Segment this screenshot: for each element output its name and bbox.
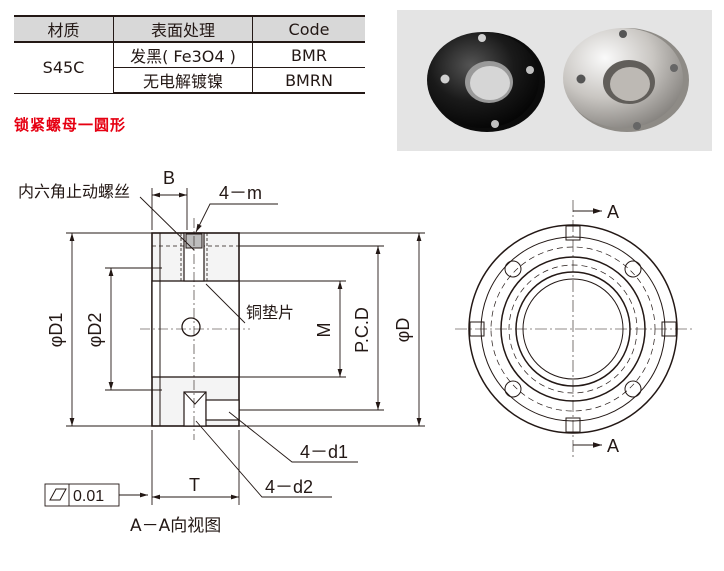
hex-screw-label: 内六角止动螺丝 <box>18 182 130 201</box>
header-code: Code <box>252 15 365 43</box>
dimension-4m-label: 4－m <box>219 183 262 203</box>
section-marker-top: A <box>607 202 619 222</box>
copper-pad-label: 铜垫片 <box>246 303 294 322</box>
treatment-cell: 无电解镀镍 <box>113 67 253 94</box>
view-title: A－A向视图 <box>130 516 221 536</box>
product-caption: 锁紧螺母一圆形 <box>14 116 127 134</box>
dimension-t-label: T <box>189 475 200 495</box>
black-collar-image <box>427 32 545 132</box>
side-section-view <box>140 218 250 440</box>
dimension-phi-d-label: φD <box>393 318 413 343</box>
flatness-symbol <box>49 488 67 501</box>
flatness-value: 0.01 <box>73 488 104 505</box>
header-treatment: 表面处理 <box>113 15 253 43</box>
code-cell: BMRN <box>252 67 365 94</box>
dimension-4d2-label: 4－d2 <box>265 477 313 497</box>
dimension-4d1-label: 4－d1 <box>300 442 348 462</box>
product-photo <box>397 10 712 151</box>
code-cell: BMR <box>252 42 365 68</box>
front-view <box>455 200 692 458</box>
dimension-lines <box>44 188 425 507</box>
silver-collar-image <box>563 28 689 132</box>
treatment-cell: 发黑( Fe3O4 ) <box>113 42 253 68</box>
material-cell: S45C <box>14 42 114 94</box>
dimension-pcd-label: P.C.D <box>352 307 372 353</box>
dimension-phi-d2-label: φD2 <box>85 313 105 348</box>
dimension-phi-d1-label: φD1 <box>46 313 66 348</box>
dimension-b-label: B <box>163 168 175 188</box>
header-material: 材质 <box>14 15 114 43</box>
material-table: 材质 表面处理 Code S45C 发黑( Fe3O4 ) BMR 无电解镀镍 … <box>14 15 365 94</box>
section-marker-bottom: A <box>607 436 619 456</box>
dimension-m-label: M <box>314 323 334 338</box>
